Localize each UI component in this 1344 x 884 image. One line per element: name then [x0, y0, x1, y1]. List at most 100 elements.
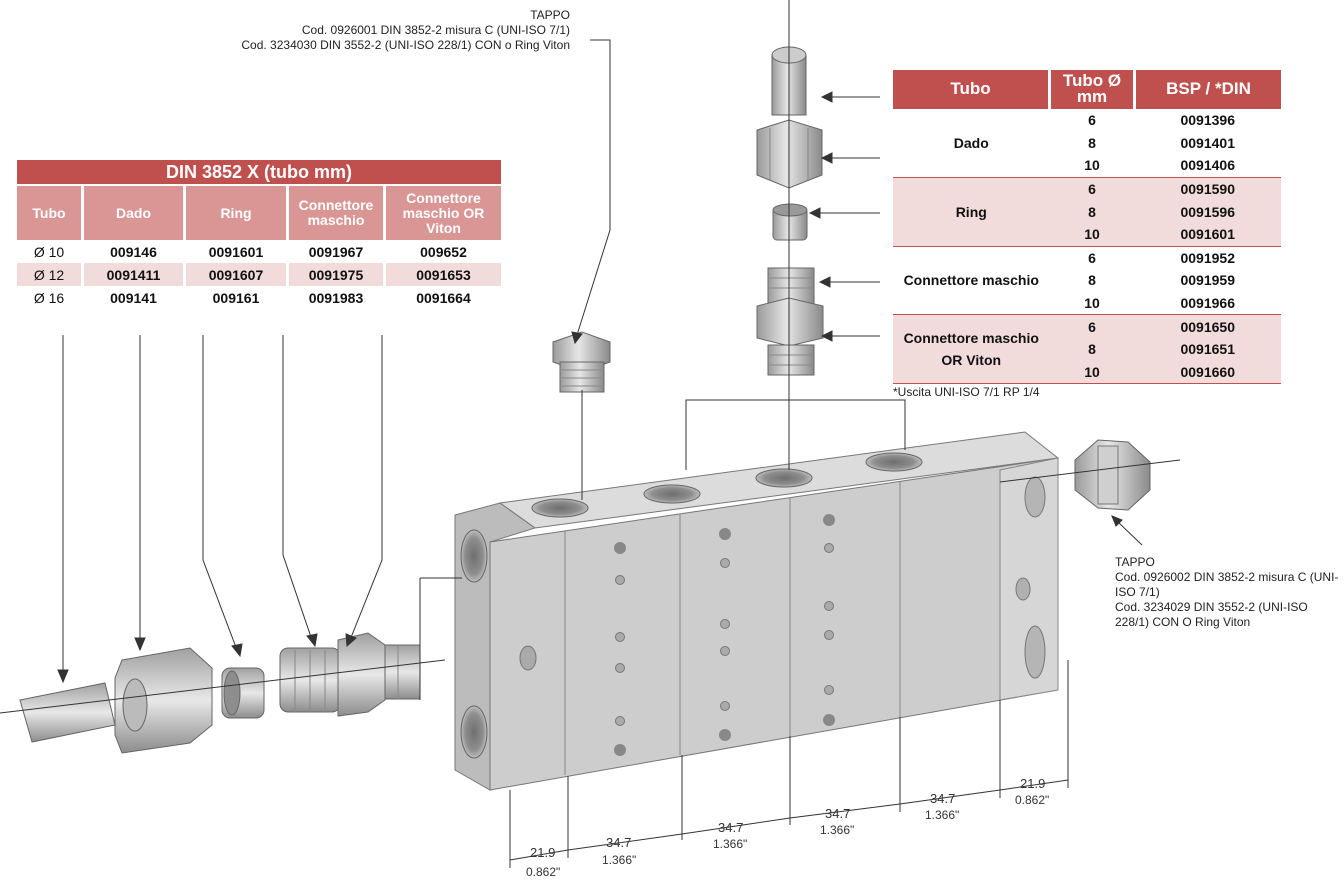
table-row: 8 0091401 [893, 132, 1281, 155]
callout-title: TAPPO [530, 8, 570, 22]
dimension-lines [509, 660, 1069, 868]
table-row: Connettore maschio OR Viton 6 0091650 [893, 314, 1281, 384]
table-row: 10 0091406 [893, 154, 1281, 177]
table-row: Ø 10 009146 0091601 0091967 009652 [17, 240, 501, 263]
column-header: Tubo [17, 185, 83, 240]
table-group: Connettore maschio 6 0091952 8 0091959 1… [893, 246, 1281, 315]
table-cell: 0091601 [1134, 222, 1281, 247]
column-header: Connettore maschio [286, 185, 385, 240]
table-cell: 0091411 [81, 263, 185, 286]
dim-inch: 0.862" [526, 865, 560, 879]
column-header: Dado [81, 185, 185, 240]
table-cell: 6 [1049, 177, 1135, 201]
bsp-din-table: Tubo Tubo Ø mm BSP / *DIN Dado 6 0091396… [893, 70, 1281, 384]
table-row: Ø 16 009141 009161 0091983 0091664 [17, 286, 501, 309]
table-group: Ring 6 0091590 8 0091596 10 0091601 [893, 177, 1281, 247]
callout-code: Cod. 3234030 DIN 3552-2 (UNI-ISO 228/1) … [241, 38, 570, 52]
table-row: 8 0091651 [893, 337, 1281, 361]
table-row: Connettore maschio 6 0091952 [893, 246, 1281, 289]
distributor-block [454, 431, 1060, 791]
table-cell: 10 [1084, 157, 1100, 174]
dim-mm: 34.7 [825, 806, 850, 821]
table-row: 8 0091959 [893, 269, 1281, 292]
plug-top-left [552, 331, 611, 393]
dimension-labels: 21.9 0.862" 34.7 1.366" 34.7 1.366" 34.7… [526, 776, 1049, 879]
fitting-stack-horizontal [19, 632, 421, 754]
dim-mm: 34.7 [606, 835, 631, 850]
table-cell: 10 [1049, 360, 1135, 384]
dim-inch: 1.366" [602, 853, 636, 867]
table-row: Ring 6 0091590 [893, 177, 1281, 247]
table-cell: 10 [1049, 222, 1135, 247]
column-header: Tubo [893, 70, 1050, 109]
column-header: Ring [183, 185, 288, 240]
component-name: Connettore maschio [903, 272, 1039, 289]
table-cell: 0091590 [1134, 177, 1281, 201]
table-cell: 8 [1088, 134, 1096, 151]
din-3852-table: DIN 3852 X (tubo mm) Tubo Dado Ring Conn… [17, 160, 501, 309]
table-row: 10 0091660 [893, 360, 1281, 384]
column-header: Connettore maschio OR Viton [383, 185, 501, 240]
table-group: Dado 6 0091396 8 0091401 10 0091406 [893, 108, 1281, 178]
table-cell: 009161 [183, 286, 288, 309]
table-cell: 0091406 [1180, 157, 1235, 174]
component-name: Ring [893, 177, 1050, 247]
tappo-right-callout: TAPPO Cod. 0926002 DIN 3852-2 misura C (… [1115, 555, 1343, 630]
tappo-top-callout: TAPPO Cod. 0926001 DIN 3852-2 misura C (… [241, 8, 570, 53]
table-cell: 0091664 [383, 286, 501, 309]
callout-code: Cod. 3234029 DIN 3552-2 (UNI-ISO 228/1) … [1115, 600, 1308, 629]
component-name: Connettore maschio OR Viton [893, 314, 1050, 384]
axis-lines [0, 0, 1181, 714]
dim-mm: 21.9 [530, 845, 555, 860]
dim-inch: 1.366" [925, 808, 959, 822]
column-header: Tubo Ø mm [1048, 70, 1135, 109]
table-row: 10 0091601 [893, 222, 1281, 247]
table-cell: Ø 12 [17, 263, 83, 286]
table-cell: 8 [1088, 272, 1096, 289]
table-cell: 10 [1084, 295, 1100, 312]
dim-inch: 1.366" [820, 823, 854, 837]
table-cell: 0091967 [286, 240, 385, 263]
table-cell: 009652 [383, 240, 501, 263]
table-cell: 009146 [81, 240, 185, 263]
table-cell: 0091651 [1134, 337, 1281, 361]
table-cell: 6 [1088, 112, 1096, 129]
table-cell: 0091650 [1134, 314, 1281, 338]
table-cell: Ø 16 [33, 289, 65, 306]
column-header: BSP / *DIN [1133, 70, 1281, 109]
table-cell: 0091983 [286, 286, 385, 309]
component-name: Dado [953, 134, 989, 151]
plug-right-side [1074, 439, 1151, 511]
table-cell: 0091966 [1180, 295, 1235, 312]
table-group: Connettore maschio OR Viton 6 0091650 8 … [893, 314, 1281, 384]
callout-title: TAPPO [1115, 555, 1155, 569]
table-cell: 6 [1088, 249, 1096, 266]
table-cell: 0091952 [1180, 249, 1235, 266]
table-footnote: *Uscita UNI-ISO 7/1 RP 1/4 [893, 385, 1040, 399]
table-cell: 0091601 [183, 240, 288, 263]
dim-inch: 0.862" [1015, 793, 1049, 807]
table-cell: 8 [1049, 337, 1135, 361]
leader-arrows [57, 39, 1143, 684]
table-cell: 0091607 [183, 263, 288, 286]
table-cell: 0091660 [1134, 360, 1281, 384]
table-cell: Ø 10 [33, 243, 65, 260]
dim-mm: 34.7 [930, 791, 955, 806]
table-cell: 009141 [81, 286, 185, 309]
dim-mm: 21.9 [1020, 776, 1045, 791]
dim-inch: 1.366" [713, 837, 747, 851]
table-cell: 0091975 [286, 263, 385, 286]
table-row: 8 0091596 [893, 200, 1281, 223]
callout-code: Cod. 0926002 DIN 3852-2 misura C (UNI-IS… [1115, 570, 1339, 599]
table-cell: 6 [1049, 314, 1135, 338]
callout-code: Cod. 0926001 DIN 3852-2 misura C (UNI-IS… [301, 23, 570, 37]
table-cell: 0091396 [1180, 112, 1235, 129]
table-cell: 8 [1049, 200, 1135, 223]
table-title: DIN 3852 X (tubo mm) [17, 160, 501, 186]
table-row: Dado 6 0091396 [893, 109, 1281, 151]
table-cell: 0091959 [1180, 272, 1235, 289]
table-row: Ø 12 0091411 0091607 0091975 0091653 [17, 263, 501, 286]
table-cell: 0091653 [383, 263, 501, 286]
table-cell: 0091596 [1134, 200, 1281, 223]
